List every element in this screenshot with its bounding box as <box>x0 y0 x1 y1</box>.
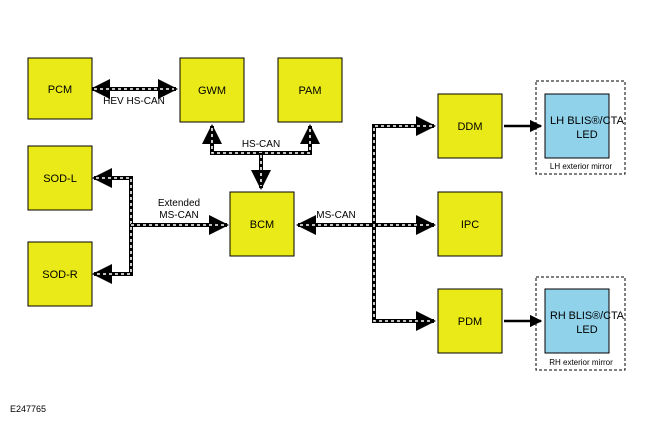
can-bus-lines <box>90 79 543 331</box>
rh-led-box <box>544 288 610 354</box>
pdm-label: PDM <box>458 316 482 328</box>
module-pcm: PCM <box>27 57 93 120</box>
bcm-label: BCM <box>250 219 274 231</box>
module-sod-r: SOD-R <box>27 241 93 307</box>
hs-can-line <box>202 124 320 190</box>
lh-blis-cta-led: LH BLIS®/CTA LED <box>544 93 625 159</box>
pcm-box <box>27 57 93 120</box>
lh-led-label-line1: LH BLIS®/CTA <box>550 115 625 127</box>
module-pam: PAM <box>277 57 343 123</box>
extended-ms-can-label-line1: Extended <box>158 198 200 209</box>
pcm-label: PCM <box>48 84 72 96</box>
ipc-label: IPC <box>461 219 479 231</box>
pam-box <box>277 57 343 123</box>
rh-blis-cta-led: RH BLIS®/CTA LED <box>544 288 625 354</box>
sod-r-label: SOD-R <box>42 269 78 281</box>
rh-mirror-frame <box>535 276 626 371</box>
hs-can-label: HS-CAN <box>242 139 280 150</box>
bcm-box <box>229 191 295 257</box>
rh-led-label-line1: RH BLIS®/CTA <box>550 310 625 322</box>
lh-mirror-frame <box>535 80 626 175</box>
rh-led-label-line2: LED <box>576 324 597 336</box>
module-pdm: PDM <box>437 288 503 354</box>
lh-led-label-line2: LED <box>576 129 597 141</box>
ddm-box <box>437 93 503 159</box>
module-sod-l: SOD-L <box>27 145 93 211</box>
pam-label: PAM <box>298 85 321 97</box>
ms-can-line <box>296 116 436 331</box>
module-gwm: GWM <box>179 57 245 123</box>
sod-l-label: SOD-L <box>43 173 77 185</box>
hev-hs-can-label: HEV HS-CAN <box>103 96 165 107</box>
module-ddm: DDM <box>437 93 503 159</box>
module-ipc: IPC <box>437 191 503 257</box>
lh-mirror-label: LH exterior mirror <box>550 162 613 171</box>
sod-r-box <box>27 241 93 307</box>
ms-can-label: MS-CAN <box>316 210 355 221</box>
ddm-label: DDM <box>457 121 482 133</box>
extended-ms-can-line <box>92 168 229 284</box>
module-bcm: BCM <box>229 191 295 257</box>
sod-l-box <box>27 145 93 211</box>
extended-ms-can-label-line2: MS-CAN <box>159 210 198 221</box>
pdm-box <box>437 288 503 354</box>
rh-mirror-label: RH exterior mirror <box>549 358 613 367</box>
lh-led-box <box>544 93 610 159</box>
ipc-box <box>437 191 503 257</box>
gwm-box <box>179 57 245 123</box>
figure-id: E247765 <box>10 404 46 414</box>
gwm-label: GWM <box>198 85 226 97</box>
